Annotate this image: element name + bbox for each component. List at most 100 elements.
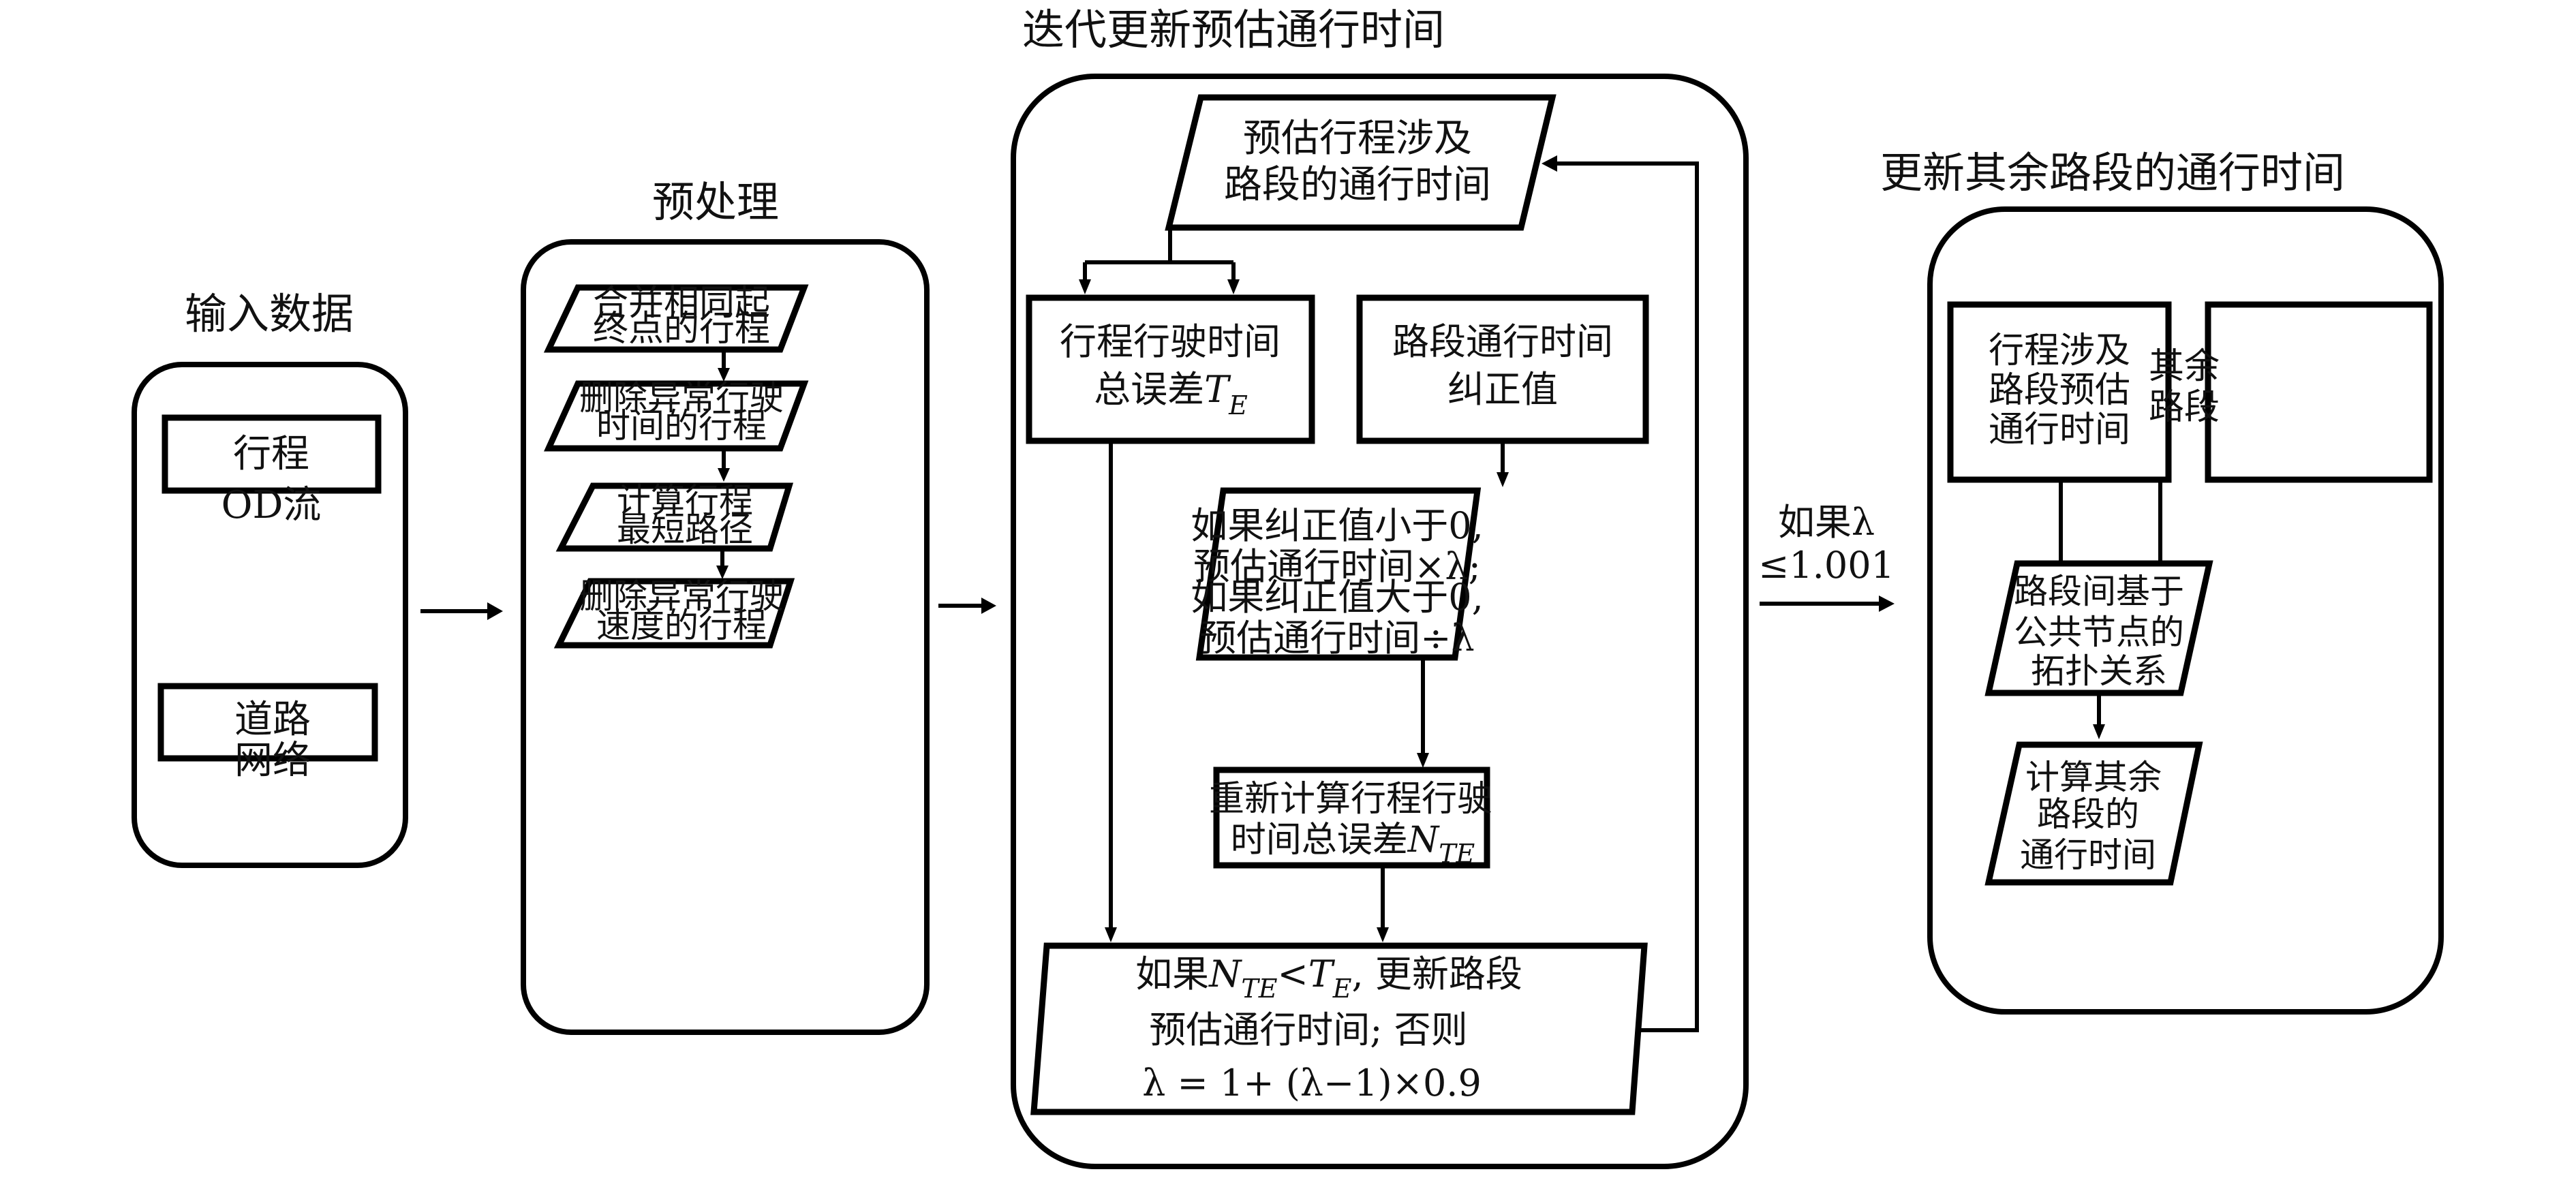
node-box [2205,301,2433,483]
arrow-preprocess-1-2 [718,350,730,382]
decision-line-2: 预估通行时间; 否则 [1149,1008,1467,1051]
node-parallelogram [1030,942,1648,1115]
arrow-head-icon [1879,596,1895,612]
node-parallelogram [555,482,794,552]
node-remove-abnormal-speed: 删除异常行驶 速度的行程 [553,576,795,649]
node-label-line: 其余 [2149,346,2220,387]
node-remove-abnormal-travel-time: 删除异常行驶 时间的行程 [544,378,809,452]
group-title-input-data: 输入数据 [185,289,354,339]
node-label-line: 预估通行时间÷λ [1199,617,1474,660]
arrow-adjust-to-recompute [1417,658,1429,768]
arrow-preprocess-3-4 [716,548,729,579]
group-input-data: 输入数据 行程 OD流 道路 网络 [132,289,408,868]
math-operator: < [1277,953,1308,995]
node-label-line: 路段的通行时间 [1224,163,1491,207]
node-label-line: 通行时间 [2020,835,2156,875]
node-total-error-te: 行程行驶时间 总误差TE [1026,294,1315,444]
arrow-correction-to-adjust [1497,441,1509,487]
math-var: T [1204,368,1231,411]
node-label-line: 路段通行时间 [1392,320,1613,363]
node-parallelogram [1984,741,2203,886]
arrow-line [1557,161,1699,1032]
node-parallelogram [553,578,795,649]
arrow-head-icon [2093,724,2105,739]
node-topology-relation: 路段间基于 公共节点的 拓扑关系 [1984,560,2213,696]
label-text: 总误差 [1094,368,1204,411]
arrow-head-icon [981,598,996,614]
node-other-segments: 其余 路段 [2149,301,2433,483]
node-parallelogram [544,380,809,452]
arrow-loop-back-to-estimate [1542,155,1699,1032]
node-label-line: 路段间基于 [2014,572,2184,611]
node-label-line: 如果纠正值大于0, [1191,576,1484,619]
node-road-network: 道路 网络 [157,683,378,783]
group-frame-preprocess [521,239,930,1035]
node-estimate-travel-time: 预估行程涉及 路段的通行时间 [1165,94,1557,231]
node-label-line: 如果纠正值小于0, [1191,504,1484,547]
label-text: 如果 [1135,953,1209,995]
node-label-line: 时间的行程 [596,406,767,446]
node-label-line: 行程 [233,432,309,476]
node-label-line: 计算行程 [617,481,753,521]
group-iterate: 迭代更新预估通行时间 预估行程涉及 路段的通行时间 行程行驶时间 总误差TE 路… [1011,5,1749,1169]
node-label-line: 合并相同起 [593,283,770,324]
group-preprocess: 预处理 合并相同起 终点的行程 删除异常行驶 时间的行程 计算行程 最短路径 [521,177,930,1035]
node-recompute-nte: 重新计算行程行驶 时间总误差NTE [1209,767,1492,869]
label-text: 时间总误差 [1231,820,1408,861]
arrow-head-icon [716,566,729,579]
node-label-line: 预估行程涉及 [1243,117,1472,161]
group-title-iterate: 迭代更新预估通行时间 [1022,5,1445,55]
arrow-head-icon [1542,155,1557,172]
group-update-rest: 更新其余路段的通行时间 行程涉及 路段预估 通行时间 其余 路段 路段间基于 公… [1880,148,2444,1015]
group-frame-iterate [1011,74,1749,1169]
node-trip-od-flow: 行程 OD流 [162,414,382,527]
node-box [162,414,382,494]
node-box [1026,294,1315,444]
node-parallelogram [1984,560,2213,696]
arrow-head-icon [1227,279,1240,294]
convergence-condition-line-2: ≤1.001 [1758,544,1895,587]
node-label-line: 删除异常行驶 [579,378,784,418]
node-trip-segment-estimated-time: 行程涉及 路段预估 通行时间 [1947,301,2172,483]
arrow-recompute-to-decision [1377,865,1389,942]
arrow-head-icon [1417,753,1429,768]
arrow-head-icon [1079,279,1091,294]
node-label-line: 速度的行程 [596,606,767,645]
arrow-preprocess-2-3 [718,448,730,482]
math-var: T [1308,953,1336,995]
node-label-line: 通行时间 [1989,409,2130,450]
node-label-line: 重新计算行程行驶 [1209,779,1492,820]
arrow-head-icon [1497,472,1509,487]
node-label-line: 拓扑关系 [2031,651,2167,691]
arrow-head-icon [1105,927,1117,942]
label-text: , 更新路段 [1352,953,1522,995]
node-label-line: 路段 [2149,387,2220,428]
node-label-line: 道路 [234,698,311,742]
node-label-line: 网络 [234,739,311,783]
arrow-estimate-split [1079,228,1240,294]
group-frame-update-rest [1927,206,2444,1015]
node-box [157,683,378,762]
node-label-line: 路段的 [2037,794,2139,834]
math-subscript: TE [1241,974,1277,1004]
math-subscript: E [1332,974,1352,1004]
node-label-line: 行程行驶时间 [1060,320,1281,363]
node-label-line: 公共节点的 [2014,613,2184,652]
group-frame-input-data [132,362,408,868]
node-label-line: OD流 [221,483,322,527]
node-label-line: 路段预估 [1989,370,2130,411]
arrow-head-icon [718,468,730,482]
math-subscript: E [1228,390,1248,420]
node-compute-shortest-path: 计算行程 最短路径 [555,481,794,552]
node-label-line: 行程涉及 [1989,330,2130,371]
node-label-line: 总误差TE [1094,368,1248,420]
node-box [1356,294,1649,444]
node-label-line: 计算其余 [2025,758,2162,797]
arrow-input-to-preprocess [420,602,503,620]
node-merge-same-od-trips: 合并相同起 终点的行程 [543,283,809,353]
node-adjust-by-lambda: 如果纠正值小于0, 预估通行时间×λ; 如果纠正值大于0, 预估通行时间÷λ [1191,487,1484,661]
node-parallelogram [1195,487,1482,661]
arrow-preprocess-to-iterate [938,598,996,614]
node-parallelogram [543,284,809,353]
